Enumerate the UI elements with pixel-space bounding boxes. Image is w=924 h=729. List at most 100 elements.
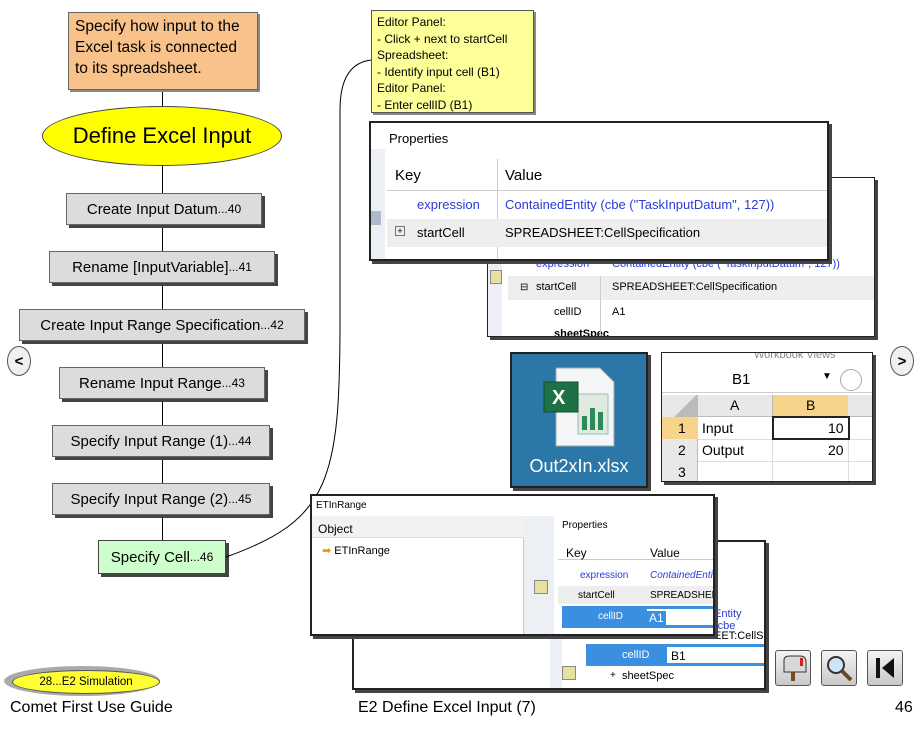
panel-title: ETInRange	[316, 500, 367, 511]
page-number: 46	[895, 699, 913, 716]
callout-line: Editor Panel:	[377, 81, 446, 95]
properties-title: Properties	[389, 131, 449, 146]
cell-a2[interactable]: Output	[702, 442, 745, 458]
prop-key: startCell	[417, 225, 465, 240]
footer-guide-title: Comet First Use Guide	[10, 699, 173, 716]
main-title: Define Excel Input	[42, 106, 282, 166]
prop-value: SPREADSHEET:CellSpecification	[505, 225, 701, 240]
intro-note: Specify how input to the Excel task is c…	[68, 12, 258, 90]
prop-key: startCell	[578, 590, 615, 601]
callout-line: - Identify input cell (B1)	[377, 64, 500, 79]
callout-line: - Enter cellID (B1)	[377, 97, 473, 112]
ribbon-group-label: Workbook Views	[754, 352, 836, 361]
column-header-a[interactable]: A	[730, 397, 740, 413]
prop-value: Entity (cbe	[714, 608, 742, 632]
prop-key: expression	[417, 197, 480, 212]
magnifier-icon	[827, 656, 853, 682]
expand-plus-icon[interactable]: +	[395, 226, 405, 236]
prop-key: sheetSpec	[622, 670, 674, 682]
row-header[interactable]: 3	[678, 464, 686, 480]
expand-icon[interactable]: ⊟	[520, 282, 529, 293]
cellid-input-b1[interactable]: B1	[666, 646, 764, 664]
panel-toggle-icon[interactable]	[534, 580, 548, 594]
row-header[interactable]: 2	[678, 442, 686, 458]
cell-b2[interactable]: 20	[828, 442, 844, 458]
badge-text: 28...E2 Simulation	[39, 676, 133, 688]
next-page-button[interactable]: >	[890, 346, 914, 376]
col-key-header[interactable]: Key	[395, 167, 421, 184]
intro-line: Excel task is connected	[75, 39, 237, 56]
prop-value: SPREADSHEET:CellSpecification	[612, 281, 778, 293]
cell-a1[interactable]: Input	[702, 420, 734, 436]
cell-b1[interactable]	[772, 416, 850, 440]
step-specify-input-range-1[interactable]: Specify Input Range (1)...44	[52, 425, 270, 457]
prop-key-selected: cellID	[598, 611, 624, 622]
home-mailbox-button[interactable]	[775, 650, 811, 686]
step-num: ...40	[217, 202, 242, 216]
step-num: ...42	[260, 318, 284, 332]
col-value-header[interactable]: Value	[650, 546, 680, 560]
prev-page-button[interactable]: <	[7, 346, 31, 376]
excel-file-icon: X	[543, 367, 615, 447]
step-num: ...41	[228, 260, 252, 274]
step-create-input-range-spec[interactable]: Create Input Range Specification...42	[19, 309, 305, 341]
skip-back-icon	[876, 658, 894, 678]
excel-file-name: Out2xIn.xlsx	[529, 456, 629, 476]
dropdown-icon[interactable]: ▼	[822, 371, 832, 382]
prop-value: A1	[612, 306, 626, 318]
step-num: ...44	[228, 434, 252, 448]
prop-value[interactable]: ContainedEntity (cbe ("TaskInputDatum", …	[505, 197, 775, 212]
footer-page-title: E2 Define Excel Input (7)	[358, 699, 536, 716]
step-num: ...45	[228, 492, 252, 506]
col-key-header[interactable]: Key	[566, 546, 587, 560]
prop-value: ContainedEnti	[650, 570, 713, 581]
intro-line: Specify how input to the	[75, 18, 240, 35]
step-rename-input-variable[interactable]: Rename [InputVariable]...41	[49, 251, 275, 283]
instruction-callout: Editor Panel: - Click + next to startCel…	[371, 10, 534, 113]
excel-file-tile[interactable]: X Out2xIn.xlsx	[510, 352, 648, 488]
intro-line: to its spreadsheet.	[75, 60, 202, 77]
properties-panel: Properties Key Value expression Containe…	[369, 121, 829, 261]
search-button[interactable]	[821, 650, 857, 686]
select-all-corner[interactable]	[662, 395, 698, 417]
step-label: Rename Input Range	[79, 374, 222, 392]
col-value-header[interactable]: Value	[505, 167, 543, 184]
first-page-button[interactable]	[867, 650, 903, 686]
step-label: Create Input Datum	[86, 200, 218, 218]
svg-text:X: X	[552, 387, 566, 409]
prop-value: EET:CellSp	[714, 630, 766, 642]
panel-icon	[490, 270, 502, 284]
step-specify-input-range-2[interactable]: Specify Input Range (2)...45	[52, 483, 270, 515]
step-label: Specify Input Range (1)	[70, 432, 229, 450]
step-specify-cell[interactable]: Specify Cell...46	[98, 540, 226, 574]
tree-item-etinrange[interactable]: ➡ ETInRange	[322, 544, 390, 557]
formula-bar-button[interactable]	[840, 369, 862, 391]
chevron-right-icon: >	[897, 352, 907, 370]
prop-key: cellID	[554, 306, 582, 318]
panel-icon	[562, 666, 576, 680]
cellid-input-a1[interactable]: A1	[646, 608, 713, 626]
name-box[interactable]: B1 ▼	[668, 369, 838, 391]
step-label: Specify Cell	[110, 548, 190, 566]
step-num: ...46	[189, 550, 214, 564]
step-label: Rename [InputVariable]	[72, 258, 229, 276]
column-header-b[interactable]: B	[806, 397, 816, 413]
step-create-input-datum[interactable]: Create Input Datum...40	[66, 193, 262, 225]
callout-line: Editor Panel:	[377, 15, 446, 29]
step-label: Create Input Range Specification	[40, 316, 261, 334]
step-label: Specify Input Range (2)	[70, 490, 229, 508]
etinrange-panel: ETInRange Object ➡ ETInRange Properties …	[310, 494, 715, 636]
properties-title: Properties	[562, 520, 608, 531]
step-rename-input-range[interactable]: Rename Input Range...43	[59, 367, 265, 399]
prop-value: ContainedEntity (cbe ("TaskInputDatum", …	[612, 258, 840, 270]
collapse-icon[interactable]	[371, 211, 381, 225]
name-box-value: B1	[732, 371, 751, 388]
expand-icon[interactable]: +	[610, 670, 616, 681]
spreadsheet-window: Workbook Views B1 ▼ A B 1 2 3 Input 10 O…	[661, 352, 873, 482]
cellid-value: A1	[647, 611, 666, 625]
prop-key: expression	[536, 258, 590, 270]
section-badge-label[interactable]: 28...E2 Simulation	[12, 670, 160, 694]
row-header[interactable]: 1	[678, 420, 686, 436]
arrow-right-icon: ➡	[322, 545, 332, 557]
